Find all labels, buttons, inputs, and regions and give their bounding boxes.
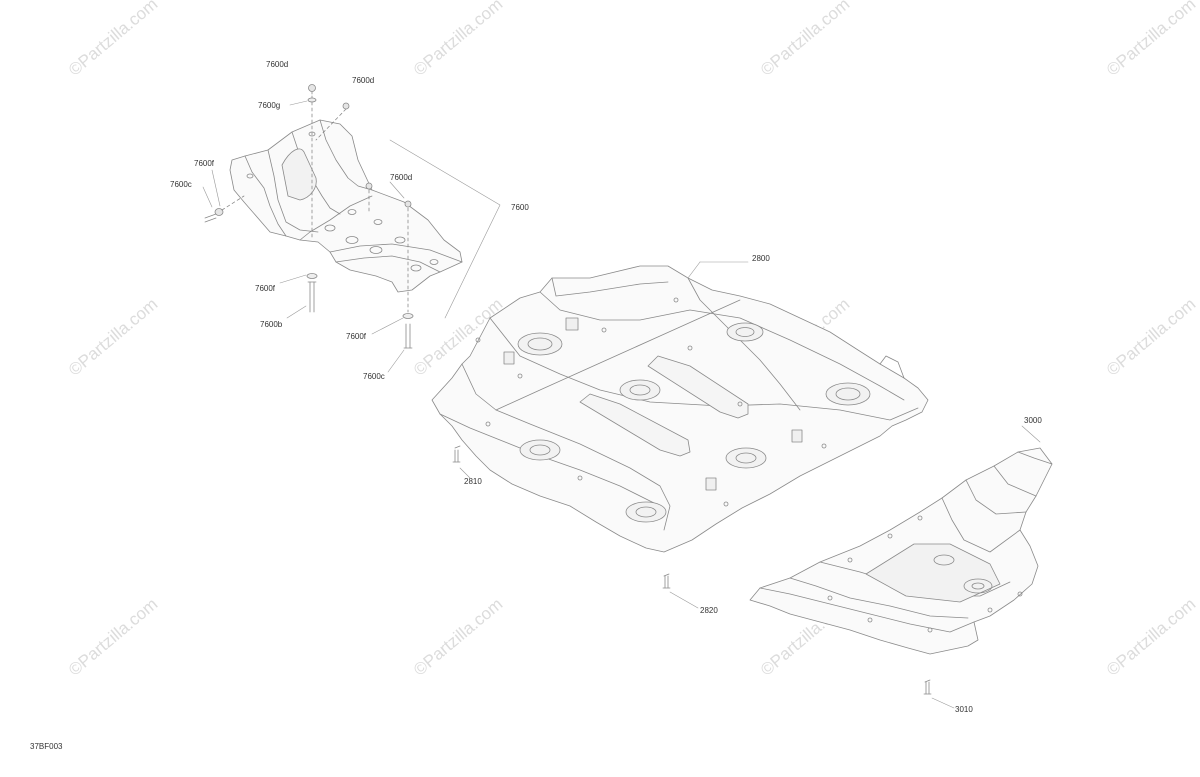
fastener-2820[interactable] [663, 574, 670, 588]
label-7600f: 7600f [346, 332, 367, 341]
label-7600f: 7600f [194, 159, 215, 168]
label-7600d: 7600d [266, 60, 289, 69]
bolt-7600c-right[interactable] [404, 324, 412, 348]
fastener-7600d-right2[interactable] [405, 201, 411, 312]
label-7600f: 7600f [255, 284, 276, 293]
washer-7600g[interactable] [308, 98, 316, 240]
label-7600d: 7600d [352, 76, 375, 85]
label-7600c: 7600c [363, 372, 385, 381]
center-skid-plate-2800[interactable] [432, 266, 928, 552]
label-2820: 2820 [700, 606, 718, 615]
label-3000: 3000 [1024, 416, 1042, 425]
washer-7600f-right[interactable] [403, 314, 413, 319]
label-7600b: 7600b [260, 320, 283, 329]
fastener-3010[interactable] [924, 680, 931, 694]
fastener-7600d-top[interactable] [309, 85, 316, 99]
bolt-7600b[interactable] [308, 282, 316, 312]
fastener-7600d-mid[interactable] [366, 183, 372, 214]
fastener-7600c-left[interactable] [205, 196, 244, 222]
front-skid-plate-7600[interactable] [230, 120, 462, 292]
label-7600c: 7600c [170, 180, 192, 189]
label-7600: 7600 [511, 203, 529, 212]
label-7600g: 7600g [258, 101, 281, 110]
fastener-7600d-right[interactable] [316, 103, 349, 140]
label-2800: 2800 [752, 254, 770, 263]
diagram-code: 37BF003 [30, 742, 63, 751]
washer-7600f-left[interactable] [307, 274, 317, 279]
fastener-2810[interactable] [453, 446, 460, 462]
label-3010: 3010 [955, 705, 973, 714]
label-2810: 2810 [464, 477, 482, 486]
rear-skid-plate-3000[interactable] [750, 448, 1052, 654]
label-7600d: 7600d [390, 173, 413, 182]
